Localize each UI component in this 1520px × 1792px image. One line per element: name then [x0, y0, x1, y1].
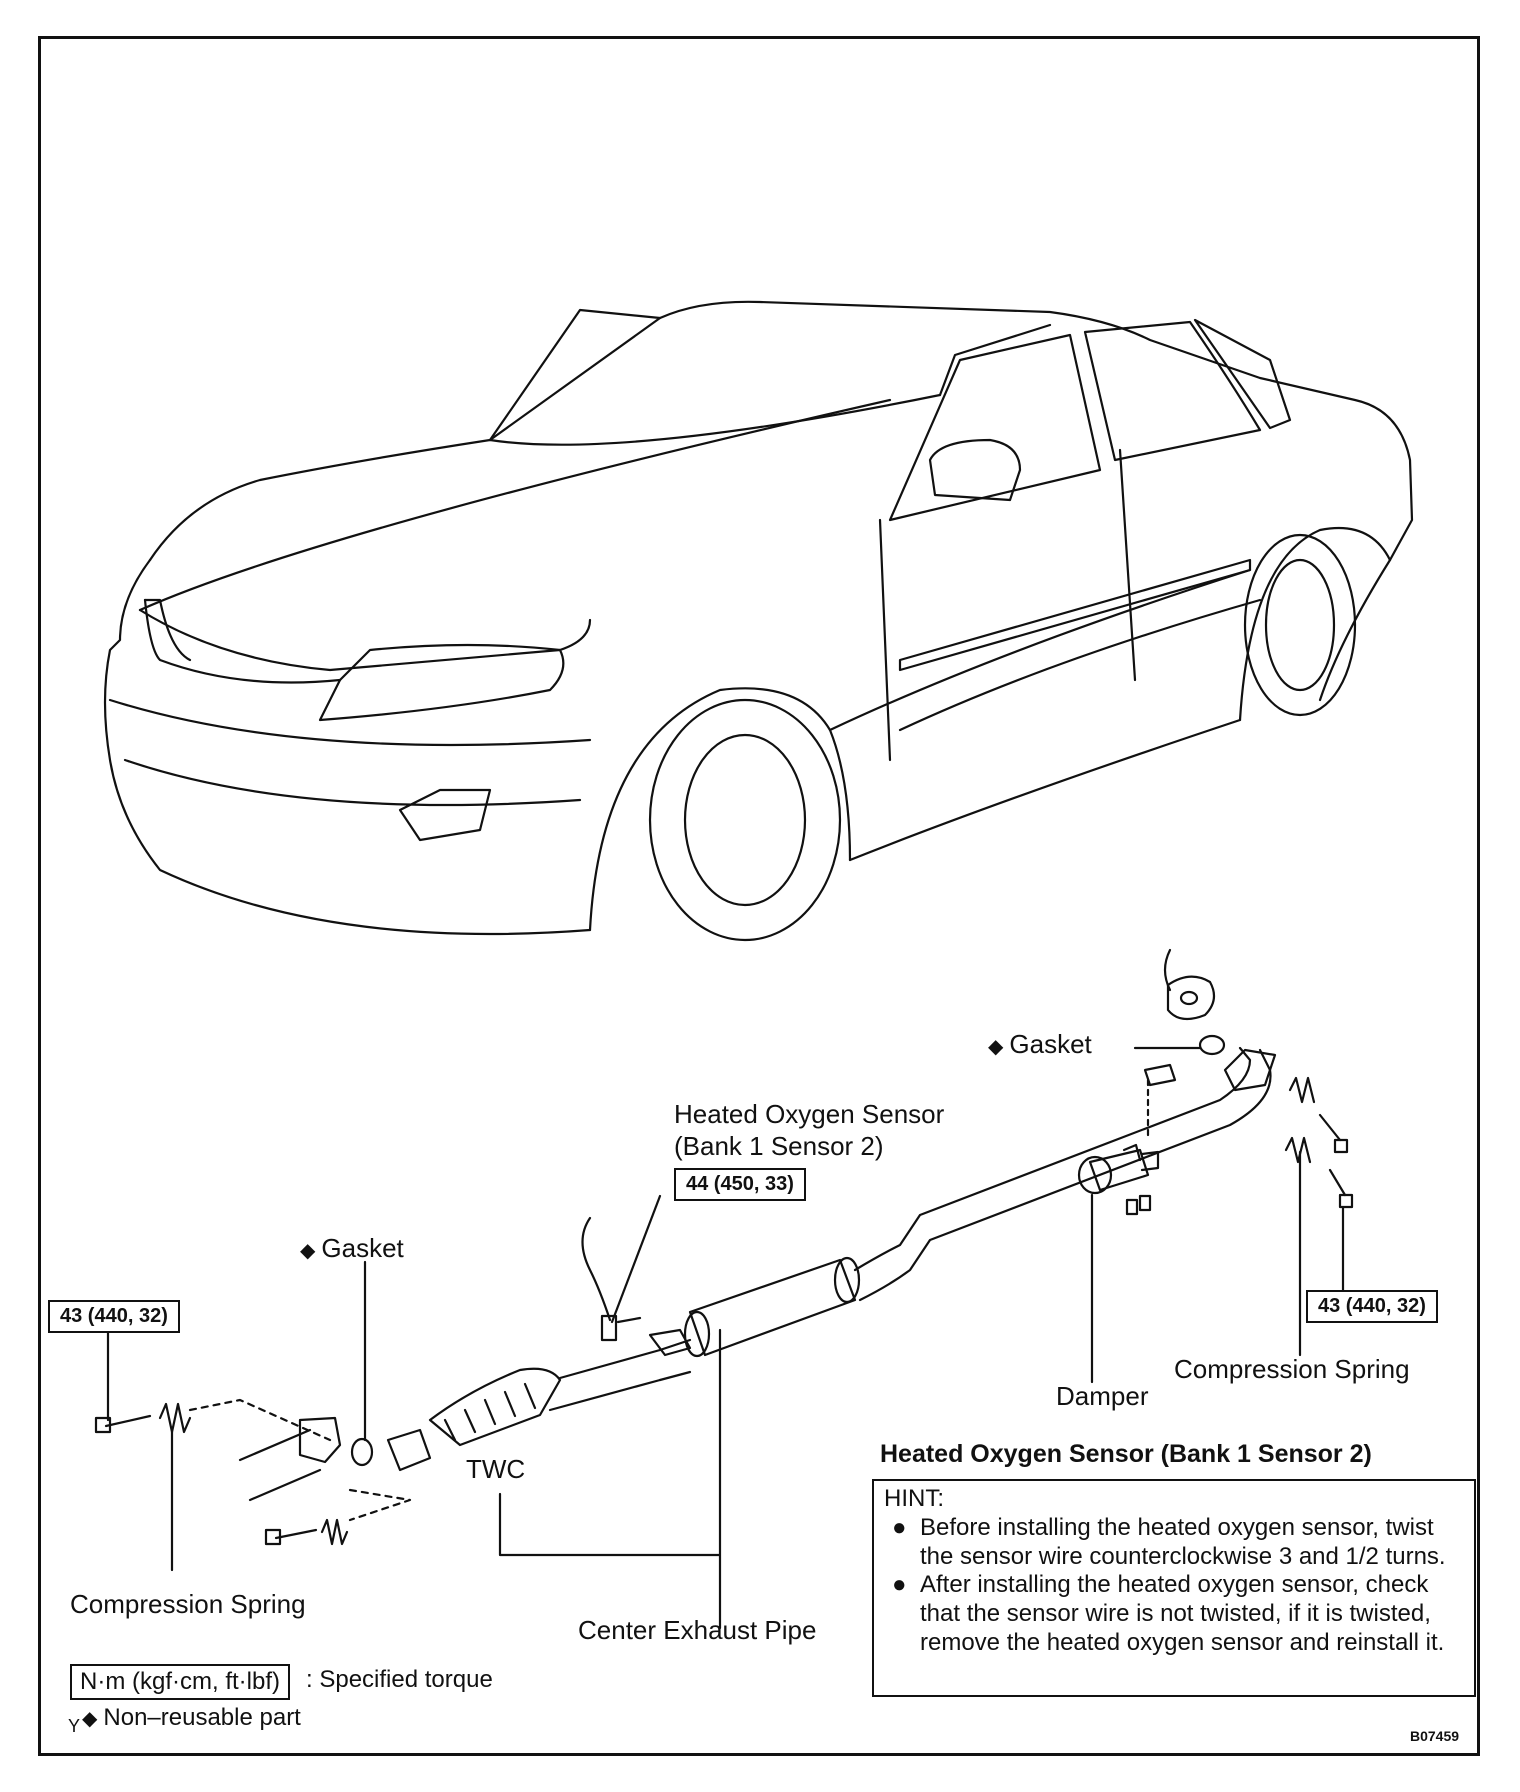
hint-box: HINT: ● Before installing the heated oxy… [872, 1479, 1476, 1697]
torque-unit-box: N·m (kgf·cm, ft·lbf) [70, 1664, 290, 1700]
hint-list: ● Before installing the heated oxygen se… [884, 1514, 1464, 1658]
gasket-left-label: ◆Gasket [300, 1233, 404, 1263]
gasket-top-label: ◆Gasket [988, 1029, 1092, 1059]
hint-heading: HINT: [884, 1485, 944, 1512]
hint-title: Heated Oxygen Sensor (Bank 1 Sensor 2) [880, 1440, 1372, 1468]
leader-twc-pipe [498, 1328, 722, 1630]
sensor-bank-label: (Bank 1 Sensor 2) [674, 1131, 884, 1161]
car-outline-icon [103, 300, 1414, 942]
leader-sensor [610, 1194, 662, 1324]
left-lower-bolt-icon [264, 1518, 349, 1546]
bullet-icon: ● [892, 1571, 907, 1599]
twc-label: TWC [466, 1454, 526, 1484]
hint-item: ● Before installing the heated oxygen se… [892, 1513, 1446, 1570]
spring-right-label: Compression Spring [1174, 1354, 1410, 1384]
nonreusable-legend: ◆Non–reusable part [82, 1704, 301, 1731]
damper-label: Damper [1056, 1381, 1149, 1411]
rear-spring-icon [1288, 1076, 1316, 1104]
spring-left-label: Compression Spring [70, 1589, 306, 1619]
damper-icon [1077, 1148, 1160, 1216]
corner-mark: Y [68, 1716, 81, 1736]
bullet-icon: ● [892, 1513, 907, 1541]
exhaust-system [94, 948, 1354, 1630]
diagram-frame [38, 36, 1480, 1756]
left-gasket-icon [350, 1437, 374, 1467]
left-bolt-icon [94, 1414, 152, 1434]
right-torque-box: 43 (440, 32) [1306, 1290, 1438, 1323]
diamond-icon: ◆ [82, 1708, 98, 1730]
hint-item: ● After installing the heated oxygen sen… [892, 1571, 1445, 1656]
top-gasket-icon [1198, 1034, 1226, 1056]
torque-unit-description: : Specified torque [306, 1666, 493, 1693]
left-spring-icon [158, 1402, 192, 1434]
oxygen-sensor-icon [581, 1216, 642, 1342]
sensor-torque-box: 44 (450, 33) [674, 1168, 806, 1201]
center-muffler-icon [683, 1256, 861, 1358]
sensor-name-label: Heated Oxygen Sensor [674, 1099, 945, 1129]
left-torque-box: 43 (440, 32) [48, 1300, 180, 1333]
center-pipe-label: Center Exhaust Pipe [578, 1615, 817, 1645]
twc-catalytic-converter-icon [386, 1348, 662, 1472]
figure-id: B07459 [1410, 1728, 1460, 1744]
